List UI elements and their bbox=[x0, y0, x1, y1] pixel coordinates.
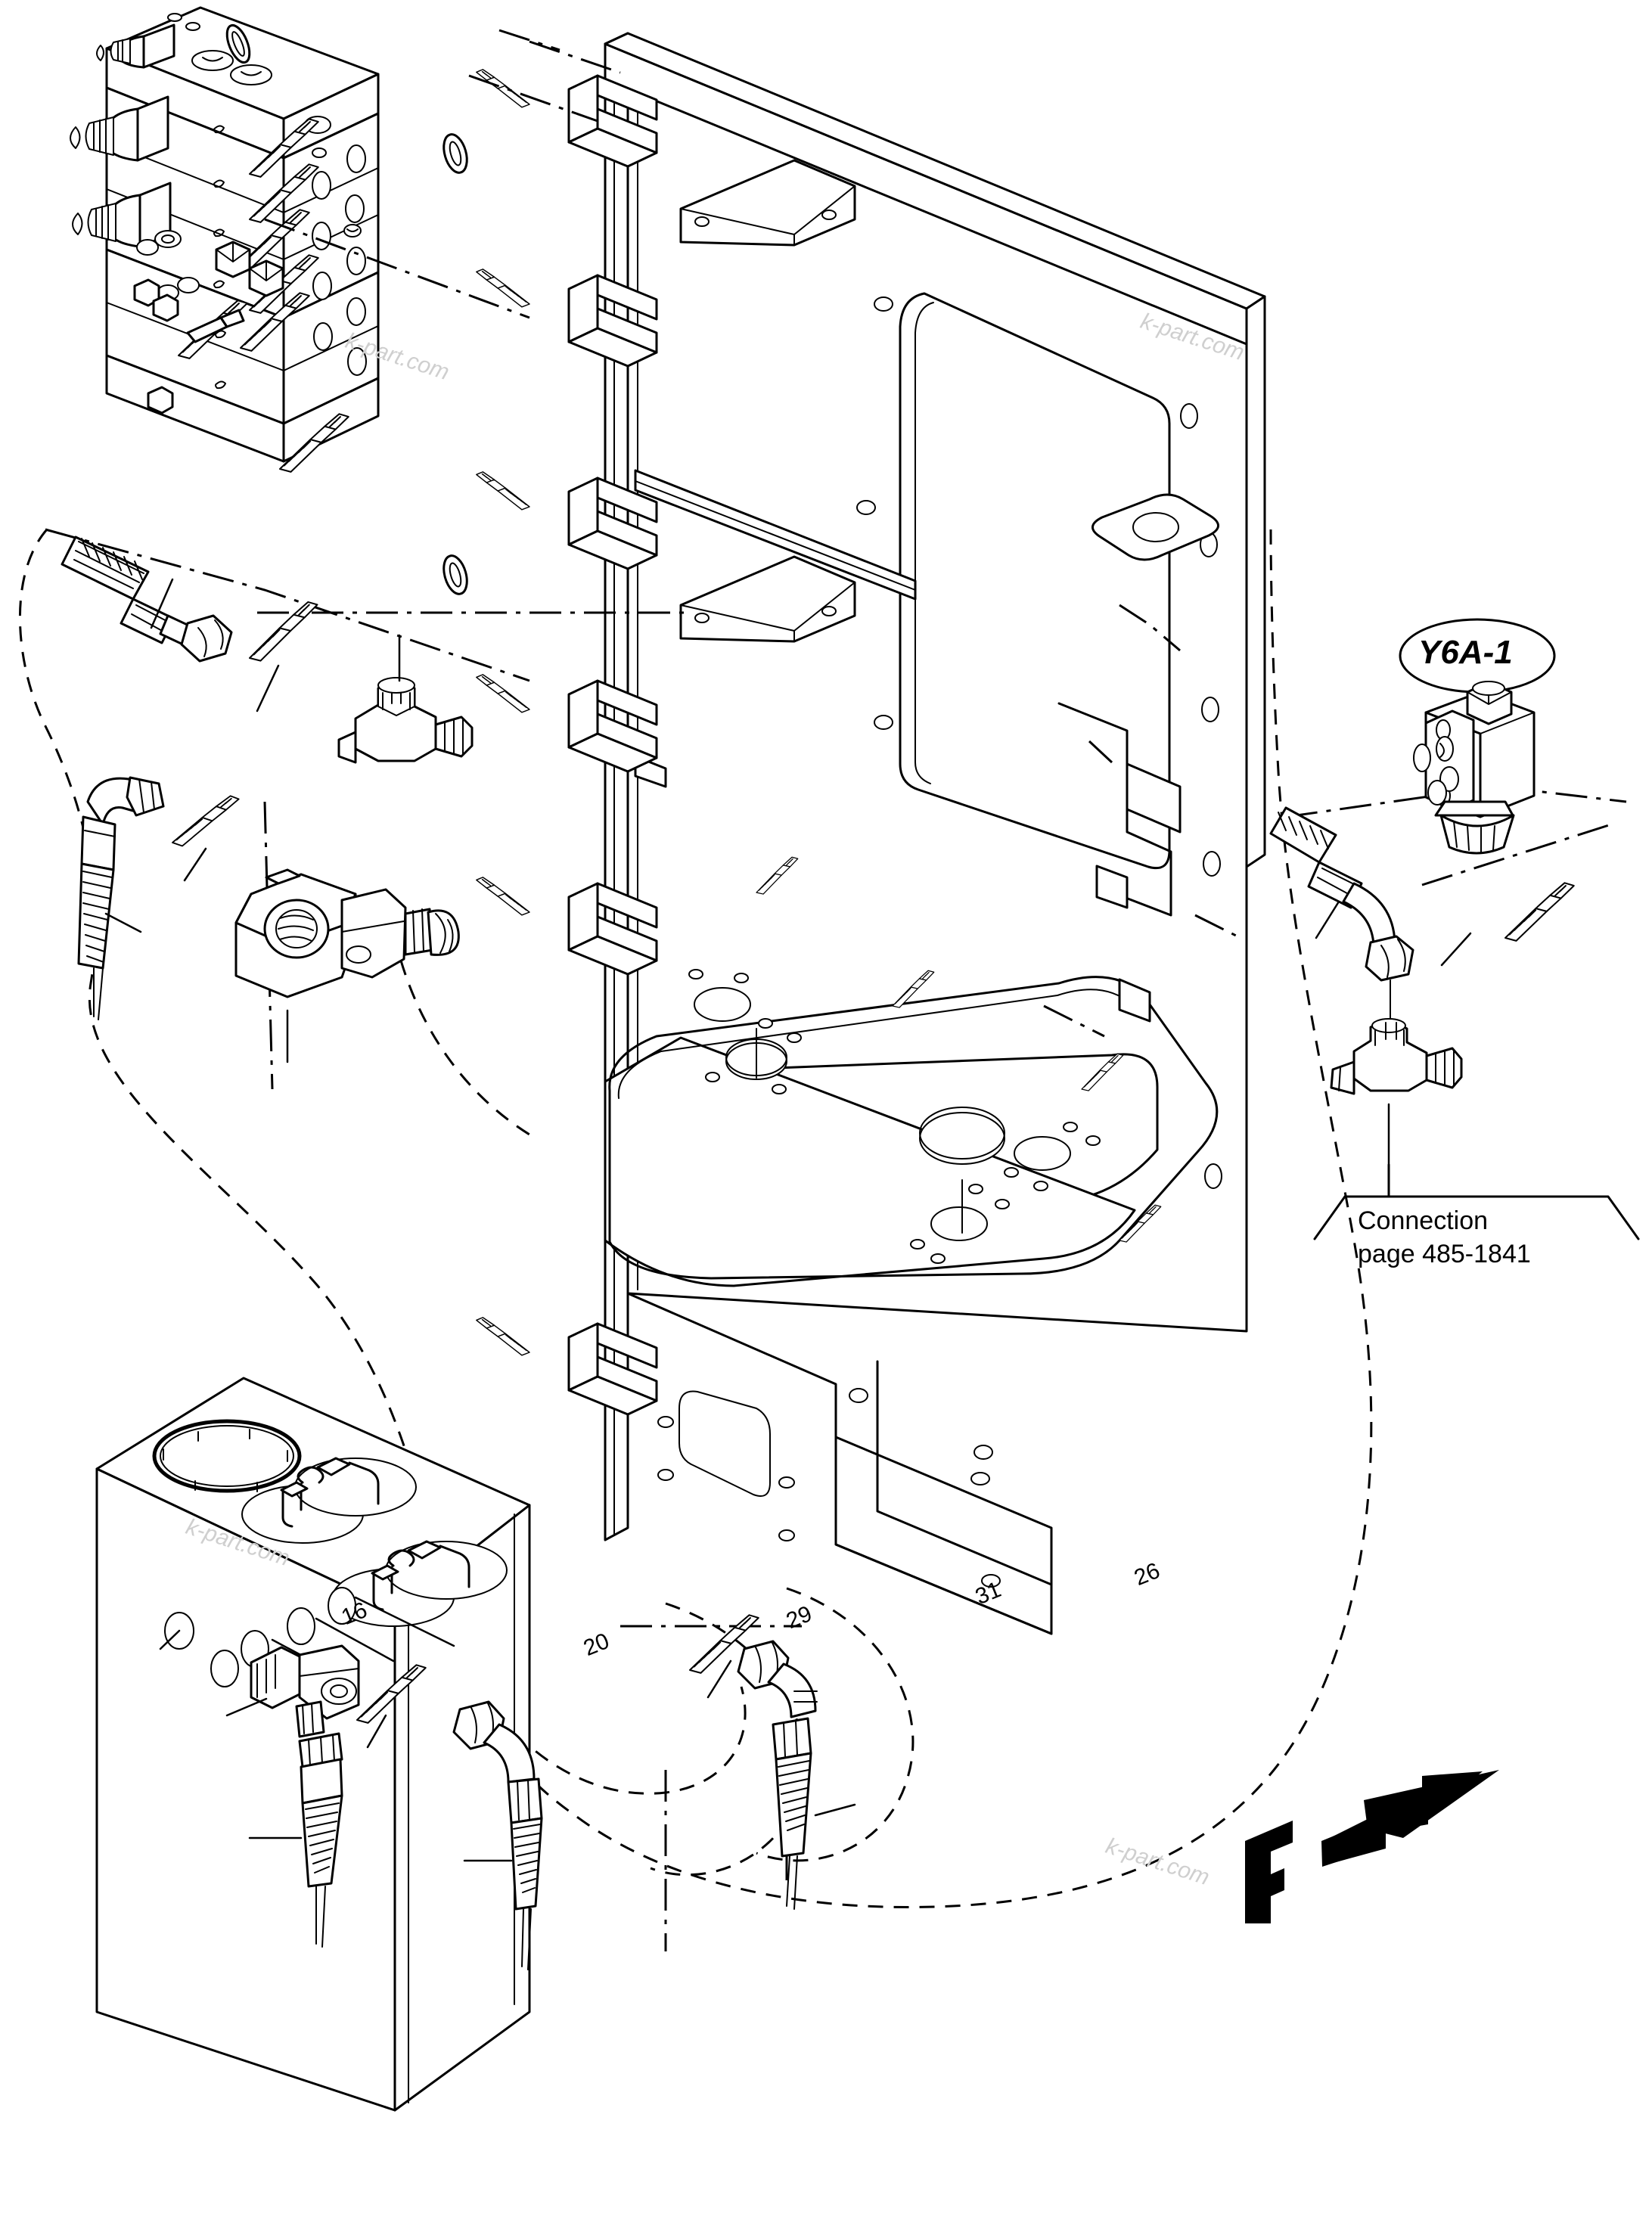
tank-filler-ring bbox=[152, 1419, 302, 1493]
frame-shelf bbox=[604, 969, 1219, 1287]
spacer-block-lower bbox=[679, 555, 856, 643]
valve-body bbox=[105, 6, 380, 463]
tapered-plug bbox=[186, 309, 245, 343]
valve-face-fittings bbox=[136, 115, 361, 477]
hose-braid-hatch bbox=[513, 1824, 541, 1893]
elbow-fitting-tank bbox=[225, 1644, 360, 1738]
hex-nut-b bbox=[248, 259, 284, 297]
assembly-envelope-outline bbox=[19, 529, 1373, 1908]
u-clamp-bracket bbox=[470, 470, 658, 570]
plate-holes bbox=[849, 296, 1222, 1460]
u-clamp-bracket bbox=[470, 267, 658, 368]
solenoid-valve-y6a1 bbox=[1399, 618, 1556, 855]
hose-braid-hatch bbox=[82, 871, 113, 963]
quick-coupler-valve bbox=[234, 868, 460, 998]
connection-callout-line1: Connection bbox=[1358, 1206, 1489, 1235]
plate-boss-pad bbox=[1092, 493, 1219, 561]
spacer-block-upper bbox=[679, 159, 856, 247]
side-hex-bolts bbox=[133, 278, 179, 414]
u-clamp-bracket bbox=[470, 672, 658, 773]
hose-2 bbox=[452, 1700, 543, 1970]
hose-3 bbox=[737, 1640, 856, 1910]
hose-braid-hatch bbox=[1278, 812, 1329, 849]
hose-1 bbox=[248, 1732, 343, 1948]
port-stub-top bbox=[96, 23, 175, 69]
connection-callout-line2: page 485-1841 bbox=[1358, 1240, 1531, 1268]
hose-assembly-right bbox=[1269, 806, 1586, 1166]
tee-fitting bbox=[1330, 1018, 1463, 1095]
solenoid-coil-upper bbox=[70, 95, 169, 162]
hose-assembly-bottom bbox=[248, 1611, 856, 1970]
hose-braid-hatch bbox=[305, 1802, 340, 1874]
valve-block-stack bbox=[70, 6, 468, 595]
lifting-eyes bbox=[225, 23, 468, 595]
tank-port-20 bbox=[210, 1650, 239, 1687]
reference-oval-label: Y6A-1 bbox=[1418, 634, 1513, 671]
hose-braid-hatch bbox=[81, 538, 143, 580]
tank-port-26 bbox=[328, 1587, 356, 1625]
tank-access-cover-a bbox=[241, 1457, 417, 1544]
tee-fitting bbox=[337, 677, 474, 764]
hex-nut-a bbox=[215, 241, 251, 278]
u-clamp-bracket bbox=[470, 1315, 658, 1416]
hose-assembly-mid-left bbox=[77, 776, 460, 1063]
connection-callout-box bbox=[1313, 1163, 1640, 1240]
u-clamp-bracket bbox=[470, 875, 658, 976]
tank-port-31 bbox=[287, 1607, 315, 1645]
mounting-frame-plate bbox=[604, 32, 1266, 1635]
u-clamp-bracket bbox=[470, 67, 658, 168]
hydraulic-tank bbox=[95, 1377, 531, 2112]
direction-marker bbox=[1245, 1770, 1499, 1923]
u-clamp-brackets bbox=[470, 67, 658, 1416]
hose-braid-hatch bbox=[778, 1760, 810, 1831]
hose-assembly-upper-left bbox=[61, 536, 474, 764]
